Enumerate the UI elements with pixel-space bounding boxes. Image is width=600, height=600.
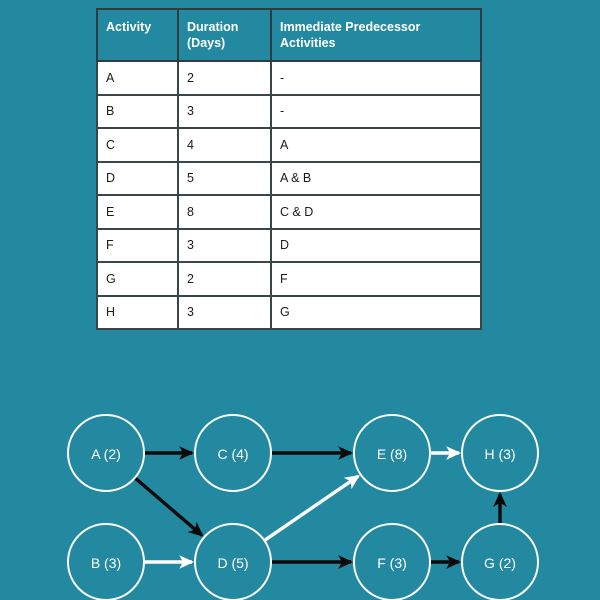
node-circle-b — [67, 523, 145, 600]
node-label-h: H (3) — [484, 446, 515, 462]
activity-network-diagram: A (2) C (4) E (8) H (3) B (3) D (5) F (3) G (2) — [0, 400, 600, 600]
node-circle-e — [353, 414, 431, 492]
column-header-duration-label-line1: Duration — [187, 20, 239, 34]
cell-duration: 3 — [177, 294, 272, 330]
node-label-g: G (2) — [484, 555, 516, 571]
cell-activity: C — [96, 127, 179, 163]
cell-duration: 2 — [177, 60, 272, 96]
node-circle-c — [194, 414, 272, 492]
cell-duration: 2 — [177, 261, 272, 297]
cell-duration: 3 — [177, 93, 272, 129]
node-f[interactable]: F (3) — [353, 523, 431, 600]
cell-activity: H — [96, 294, 179, 330]
node-a[interactable]: A (2) — [67, 414, 145, 492]
activity-duration-table-container: Activity Duration (Days) Immediate Prede… — [96, 8, 482, 330]
cell-predecessors: G — [270, 294, 482, 330]
node-g[interactable]: G (2) — [461, 523, 539, 600]
cell-predecessors: - — [270, 60, 482, 96]
nodes-layer: A (2) C (4) E (8) H (3) B (3) D (5) F (3) G (2) — [67, 414, 539, 600]
node-circle-h — [461, 414, 539, 492]
node-label-c: C (4) — [217, 446, 248, 462]
edge-d-to-e — [264, 474, 360, 542]
cell-predecessors: F — [270, 261, 482, 297]
cell-activity: B — [96, 93, 179, 129]
column-header-activity: Activity — [96, 8, 179, 62]
node-d[interactable]: D (5) — [194, 523, 272, 600]
cell-duration: 4 — [177, 127, 272, 163]
node-h[interactable]: H (3) — [461, 414, 539, 492]
node-c[interactable]: C (4) — [194, 414, 272, 492]
table-header: Activity Duration (Days) Immediate Prede… — [96, 8, 482, 62]
cell-predecessors: A & B — [270, 160, 482, 196]
cell-activity: D — [96, 160, 179, 196]
edge-a-to-d — [134, 477, 204, 537]
network-diagram-canvas: A (2) C (4) E (8) H (3) B (3) D (5) F (3) G (2) — [67, 414, 539, 600]
column-header-duration-label-line2: (Days) — [187, 36, 226, 50]
cell-duration: 5 — [177, 160, 272, 196]
column-header-activity-label: Activity — [106, 20, 152, 34]
column-header-duration: Duration (Days) — [177, 8, 272, 62]
node-label-d: D (5) — [217, 555, 248, 571]
cell-duration: 3 — [177, 227, 272, 263]
cell-predecessors: D — [270, 227, 482, 263]
cell-duration: 8 — [177, 194, 272, 230]
node-circle-d — [194, 523, 272, 600]
node-circle-a — [67, 414, 145, 492]
column-header-predecessors-label-line1: Immediate Predecessor — [280, 20, 421, 34]
cell-predecessors: A — [270, 127, 482, 163]
table-header-row: Activity Duration (Days) Immediate Prede… — [96, 8, 482, 62]
cell-activity: G — [96, 261, 179, 297]
cell-activity: A — [96, 60, 179, 96]
column-header-predecessors: Immediate Predecessor Activities — [270, 8, 482, 62]
node-label-b: B (3) — [91, 555, 121, 571]
node-label-e: E (8) — [377, 446, 407, 462]
activity-duration-table: Activity Duration (Days) Immediate Prede… — [96, 8, 482, 330]
node-circle-g — [461, 523, 539, 600]
node-e[interactable]: E (8) — [353, 414, 431, 492]
cell-activity: E — [96, 194, 179, 230]
column-header-predecessors-label-line2: Activities — [280, 36, 336, 50]
cell-predecessors: C & D — [270, 194, 482, 230]
node-label-f: F (3) — [377, 555, 407, 571]
node-circle-f — [353, 523, 431, 600]
node-label-a: A (2) — [91, 446, 121, 462]
edges-layer — [134, 446, 507, 569]
cell-predecessors: - — [270, 93, 482, 129]
cell-activity: F — [96, 227, 179, 263]
node-b[interactable]: B (3) — [67, 523, 145, 600]
